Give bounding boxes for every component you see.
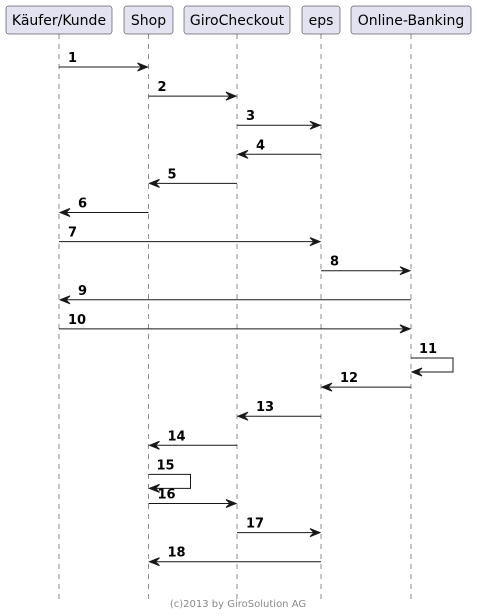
message-label: 5 (168, 167, 177, 182)
message-arrowhead (137, 62, 149, 72)
participant-shop: Shop (123, 5, 174, 35)
participant-label: GiroCheckout (190, 13, 285, 29)
message-label: 18 (168, 546, 186, 561)
message-arrowhead (410, 367, 423, 377)
message-arrowhead (309, 237, 322, 247)
message-1: 1 (59, 51, 149, 72)
participant-kunde: Käufer/Kunde (5, 5, 113, 35)
message-label: 2 (158, 80, 167, 95)
message-arrowhead (236, 149, 249, 159)
message-2: 2 (148, 80, 238, 101)
message-arrowhead (148, 178, 160, 188)
message-18: 18 (148, 546, 321, 567)
message-5: 5 (148, 167, 237, 188)
message-arrowhead (399, 324, 412, 334)
participant-label: eps (309, 13, 334, 29)
message-13: 13 (236, 400, 321, 421)
message-arrow-line (411, 357, 454, 373)
message-arrowhead (399, 266, 412, 276)
participant-box (350, 5, 472, 35)
message-arrowhead (148, 440, 160, 450)
message-arrowhead (236, 411, 249, 421)
participant-box (183, 5, 291, 35)
message-label: 11 (419, 342, 437, 357)
message-label: 14 (168, 429, 186, 444)
message-arrowhead (320, 382, 333, 392)
message-3: 3 (237, 109, 322, 130)
message-arrowhead (309, 120, 322, 130)
participant-eps: eps (301, 5, 341, 35)
message-11: 11 (410, 342, 454, 377)
message-9: 9 (58, 284, 411, 305)
message-4: 4 (236, 138, 321, 159)
participant-box (123, 5, 174, 35)
message-6: 6 (58, 197, 149, 217)
participant-label: Käufer/Kunde (12, 13, 106, 29)
message-label: 10 (68, 313, 86, 328)
message-label: 8 (330, 255, 339, 270)
message-12: 12 (320, 371, 411, 392)
copyright-footer: (c)2013 by GiroSolution AG (170, 599, 306, 610)
participant-box (301, 5, 341, 35)
message-7: 7 (59, 226, 322, 247)
message-label: 3 (246, 109, 255, 124)
message-label: 7 (68, 226, 77, 241)
message-label: 4 (256, 138, 265, 153)
message-15: 15 (148, 458, 191, 493)
message-14: 14 (148, 429, 237, 450)
message-17: 17 (237, 517, 322, 538)
participant-label: Shop (131, 13, 166, 29)
participant-box (5, 5, 113, 35)
message-arrowhead (58, 208, 71, 217)
message-arrowhead (58, 295, 71, 305)
message-label: 9 (78, 284, 87, 299)
participant-label: Online-Banking (358, 13, 465, 29)
message-label: 1 (68, 51, 77, 66)
message-label: 16 (158, 488, 176, 503)
message-arrow-line (148, 473, 191, 489)
participants: Käufer/Kunde Shop GiroCheckout eps Online-Ba… (5, 5, 472, 35)
participant-giro: GiroCheckout (183, 5, 291, 35)
lifelines (58, 34, 412, 604)
message-label: 13 (256, 400, 274, 415)
message-10: 10 (59, 313, 412, 334)
participant-bank: Online-Banking (350, 5, 472, 35)
message-arrowhead (309, 528, 322, 538)
message-arrowhead (225, 91, 238, 101)
message-arrowhead (148, 557, 160, 567)
message-label: 12 (340, 371, 358, 386)
message-16: 16 (148, 488, 238, 508)
message-8: 8 (321, 255, 412, 276)
message-label: 15 (157, 458, 175, 473)
message-label: 6 (78, 197, 87, 212)
message-label: 17 (246, 517, 264, 532)
message-arrowhead (148, 483, 160, 493)
message-arrowhead (225, 499, 238, 508)
